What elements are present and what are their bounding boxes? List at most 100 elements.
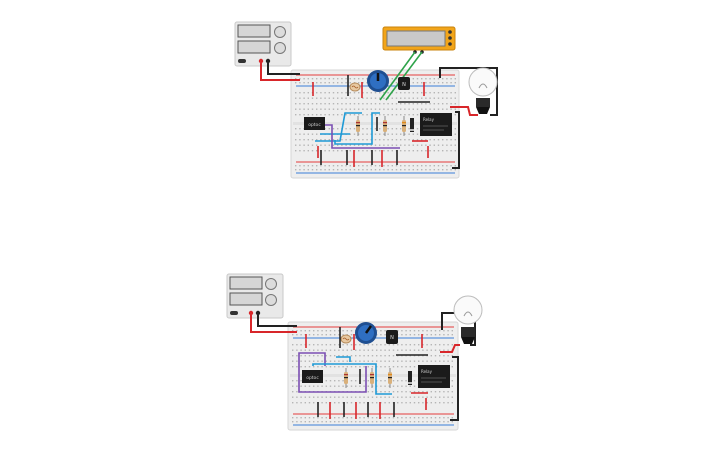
breadboard-hole (380, 385, 382, 387)
breadboard-hole (433, 169, 435, 171)
wire-green (379, 51, 416, 101)
breadboard-hole (366, 165, 368, 167)
breadboard-hole (422, 402, 424, 404)
resistor-icon[interactable] (344, 368, 348, 388)
breadboard-hole (321, 330, 323, 332)
breadboard-hole (334, 349, 336, 351)
breadboard-hole (307, 92, 309, 94)
breadboard-hole (334, 385, 336, 387)
resistor-icon[interactable] (356, 116, 360, 136)
breadboard-hole (442, 82, 444, 84)
breadboard-hole (341, 139, 343, 141)
optocoupler-icon[interactable]: optoc (302, 370, 323, 383)
power-supply-icon[interactable] (234, 21, 292, 67)
breadboard-hole (353, 144, 356, 146)
breadboard-hole (395, 108, 398, 110)
breadboard-hole (422, 344, 424, 346)
breadboard-hole (313, 330, 315, 332)
light-bulb-icon[interactable] (468, 67, 498, 114)
breadboard-hole (442, 78, 444, 80)
breadboard-hole (433, 97, 435, 99)
breadboard-hole (349, 144, 351, 146)
breadboard-hole (404, 150, 406, 152)
breadboard-hole (295, 108, 297, 110)
breadboard-hole (380, 417, 382, 419)
breadboard-hole (447, 391, 449, 393)
breadboard-hole (367, 385, 369, 387)
breadboard-hole (437, 92, 440, 94)
breadboard-hole (337, 97, 339, 99)
power-supply-icon[interactable] (226, 273, 284, 319)
breadboard-hole (366, 150, 368, 152)
potentiometer-icon[interactable] (367, 70, 389, 92)
wire-red (440, 344, 460, 353)
breadboard-hole (454, 97, 456, 99)
photoresistor-icon[interactable] (340, 334, 352, 344)
transistor-icon[interactable]: N (398, 77, 410, 90)
breadboard-hole (400, 108, 402, 110)
transistor-icon[interactable]: N (386, 330, 398, 344)
breadboard-hole (371, 421, 374, 423)
breadboard-hole (376, 417, 378, 419)
breadboard-hole (446, 165, 448, 167)
breadboard-hole (292, 417, 294, 419)
breadboard-hole (303, 144, 305, 146)
relay-icon[interactable]: Relay (420, 113, 452, 136)
breadboard-hole (328, 169, 330, 171)
relay-icon[interactable]: Relay (418, 365, 450, 388)
breadboard-hole (307, 114, 309, 116)
breadboard-hole (429, 103, 431, 105)
breadboard-hole (412, 114, 414, 116)
breadboard-hole (408, 144, 410, 146)
breadboard-hole (313, 396, 315, 398)
photoresistor-icon[interactable] (349, 82, 361, 92)
breadboard-hole (363, 349, 365, 351)
breadboard-hole (404, 165, 406, 167)
breadboard-hole (304, 417, 306, 419)
breadboard-hole (325, 385, 327, 387)
breadboard-hole (433, 82, 435, 84)
multimeter-icon[interactable] (382, 26, 456, 54)
breadboard-hole (439, 355, 441, 357)
breadboard-hole (349, 78, 351, 80)
breadboard-hole (349, 165, 351, 167)
breadboard-hole (316, 97, 318, 99)
breadboard-hole (332, 169, 335, 171)
breadboard-hole (425, 144, 427, 146)
breadboard-hole (346, 396, 348, 398)
breadboard-hole (350, 366, 353, 368)
breadboard-hole (341, 108, 343, 110)
breadboard-hole (307, 78, 309, 80)
potentiometer-icon[interactable] (355, 322, 377, 344)
resistor-icon[interactable] (370, 368, 374, 388)
breadboard-hole (362, 169, 364, 171)
breadboard-hole (429, 150, 431, 152)
breadboard-hole (342, 360, 344, 362)
breadboard-hole (342, 421, 344, 423)
resistor-icon[interactable] (388, 368, 392, 388)
breadboard-hole (383, 103, 385, 105)
breadboard-hole (338, 402, 340, 404)
breadboard-hole (362, 150, 364, 152)
breadboard-hole (421, 82, 423, 84)
breadboard-hole (451, 355, 453, 357)
breadboard-hole (437, 103, 440, 105)
breadboard-hole (384, 349, 386, 351)
breadboard-hole (401, 380, 403, 382)
breadboard-hole (311, 144, 314, 146)
breadboard-hole (353, 78, 356, 80)
diode-icon[interactable] (410, 118, 414, 132)
diode-icon[interactable] (408, 371, 412, 385)
breadboard-hole (366, 97, 368, 99)
breadboard-hole (355, 366, 357, 368)
resistor-icon[interactable] (402, 116, 406, 136)
breadboard-hole (300, 330, 302, 332)
breadboard-hole (342, 417, 344, 419)
breadboard-hole (384, 355, 386, 357)
breadboard-hole (320, 114, 322, 116)
breadboard-hole (429, 92, 431, 94)
breadboard-hole (355, 355, 357, 357)
optocoupler-icon[interactable]: optoc (304, 117, 325, 130)
light-bulb-icon[interactable] (453, 295, 483, 344)
resistor-icon[interactable] (383, 116, 387, 136)
